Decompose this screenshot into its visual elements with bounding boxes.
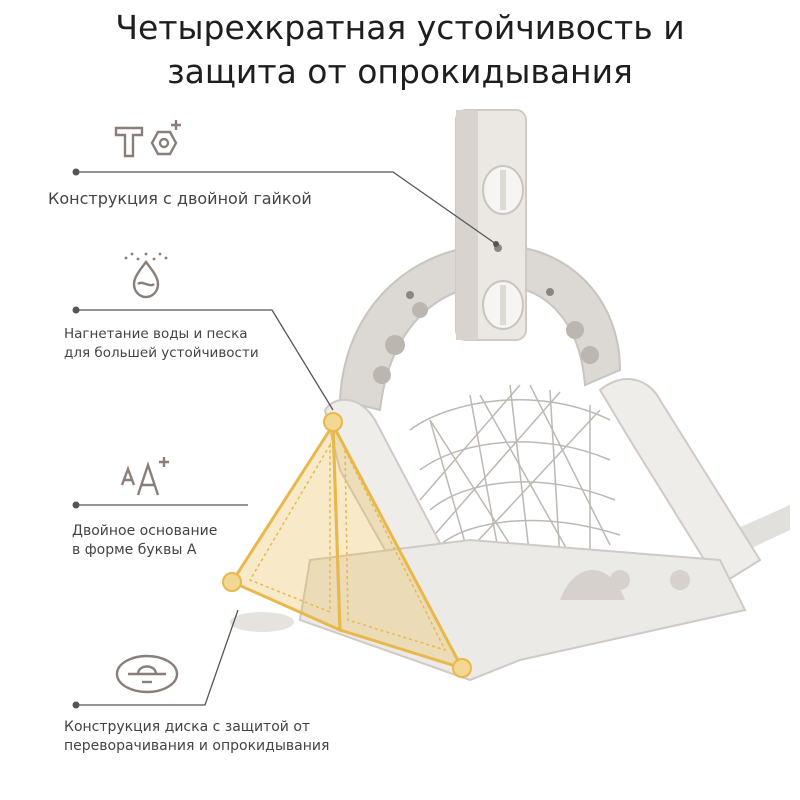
right-frame	[598, 378, 762, 587]
feature-text: для большей устойчивости	[64, 345, 259, 361]
screw	[406, 291, 414, 299]
letter-a-icon	[120, 457, 169, 496]
water-sand-icon	[124, 252, 168, 299]
disc-foot	[230, 612, 294, 632]
net	[409, 384, 621, 561]
feature-text: Двойное основание	[72, 523, 218, 539]
bolt-nut-icon	[114, 120, 181, 158]
feature-text: в форме буквы А	[72, 542, 197, 558]
a-frame-highlight	[229, 420, 466, 671]
a-frame-node	[222, 572, 242, 592]
disc-icon	[115, 654, 179, 694]
callout-lines	[76, 171, 497, 706]
title-line-2: защита от опрокидывания	[167, 52, 633, 91]
feature-text: Нагнетание воды и песка	[64, 326, 248, 342]
feature-label-double-nut: Конструкция с двойной гайкой	[48, 189, 312, 208]
feature-text: Конструкция с двойной гайкой	[48, 189, 312, 208]
feature-label-water-sand: Нагнетание воды и песка для большей усто…	[64, 325, 259, 363]
title-line-1: Четырехкратная устойчивость и	[115, 8, 685, 47]
feature-label-disc: Конструкция диска с защитой от переворач…	[64, 718, 329, 756]
callout-dots	[72, 168, 499, 709]
feature-text: Конструкция диска с защитой от	[64, 719, 311, 735]
pole-shade	[456, 110, 478, 340]
feature-text: переворачивания и опрокидывания	[64, 738, 330, 754]
base-arch	[560, 570, 625, 600]
arc-hole	[412, 302, 428, 318]
knob-slot	[500, 285, 506, 325]
arc-hole	[385, 335, 405, 355]
arc-hole	[566, 321, 584, 339]
knob-slot	[500, 170, 506, 210]
feature-label-a-base: Двойное основание в форме буквы А	[72, 522, 217, 560]
arc-panel	[338, 243, 622, 412]
page-title: Четырехкратная устойчивость и защита от …	[0, 6, 800, 94]
base-hole	[610, 570, 630, 590]
screw	[546, 288, 554, 296]
a-frame-dashed	[248, 442, 447, 652]
arc-hole	[373, 366, 391, 384]
arc-hole	[581, 346, 599, 364]
a-frame-node	[323, 412, 343, 432]
a-frame-node	[452, 658, 472, 678]
base-hole	[670, 570, 690, 590]
